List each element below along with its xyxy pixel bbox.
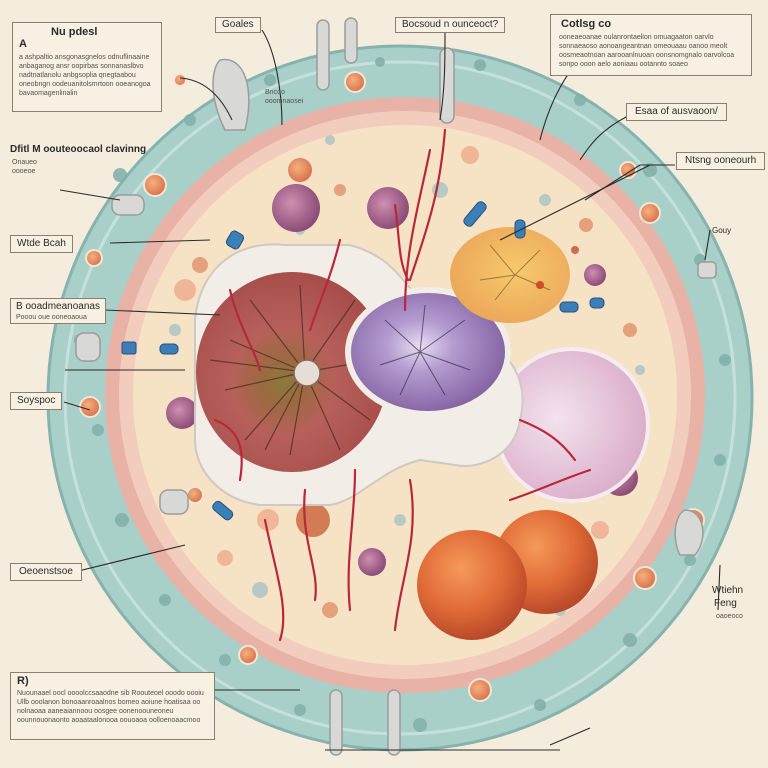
yellow-organelle — [450, 227, 570, 323]
orange-sphere-left — [417, 530, 527, 640]
top-right-body: ooneaeoanae oulanrontaelion omuagaaton o… — [559, 34, 735, 68]
top-left-title-2: A — [19, 38, 27, 50]
label-goales-sub: Bncoo ooomnaosei — [265, 89, 304, 105]
label-top-center: Bocsoud n ounceoct? — [395, 17, 506, 33]
left-label-3-sub: Pooou oue ooneoaoua — [16, 314, 87, 321]
label-right-4a: Wtiehn — [712, 585, 744, 596]
label-right-2: Ntsng ooneourh — [676, 152, 766, 170]
info-box-top-left: Nu pdesl A a ashpaltio ansgonasgnelos od… — [12, 22, 162, 112]
label-right-4-sub: oaoeoco — [716, 613, 743, 620]
left-label-1-sub: Onaueo oooeoe — [12, 159, 37, 175]
left-label-3-box: B ooadmeanoanas Pooou oue ooneoaoua — [10, 298, 106, 324]
bottom-title: R) — [17, 675, 29, 687]
label-goales: Goales — [215, 17, 261, 33]
left-label-1-title: Dfitl M oouteoocaol clavinng — [10, 144, 147, 155]
left-label-5: Oeoenstsoe — [10, 563, 82, 581]
top-left-title-1: Nu pdesl — [51, 26, 98, 38]
left-label-4: Soyspoc — [10, 392, 63, 410]
info-box-bottom: R) Nuounaael oocl oooolccsaaodne sib Roo… — [10, 672, 215, 740]
leader-lines — [59, 29, 721, 751]
membrane-proteins — [75, 17, 717, 756]
left-label-3-title: B ooadmeanoanas — [16, 301, 100, 312]
info-box-top-right: Cotlsg co ooneaeoanae oulanrontaelion om… — [550, 14, 752, 76]
label-right-1: Esaa of ausvaoon/ — [626, 103, 727, 121]
top-right-title: Cotlsg co — [561, 18, 612, 30]
red-fibers — [213, 128, 592, 642]
nucleus-fibers — [209, 284, 376, 456]
nucleolus — [293, 359, 321, 387]
cytoplasm-particles — [169, 135, 645, 618]
label-right-3: Gouy — [712, 226, 732, 235]
center-nucleus — [345, 287, 511, 417]
left-label-2: Wtde Bcah — [10, 235, 73, 253]
label-right-4b: Feng — [714, 598, 737, 609]
channel-pegs — [121, 201, 605, 521]
bottom-body: Nuounaael oocl oooolccsaaodne sib Rooute… — [17, 690, 204, 724]
center-fibers — [379, 304, 471, 396]
top-left-body: a ashpaltio ansgonasgnelos odnuflinaaine… — [19, 54, 151, 97]
